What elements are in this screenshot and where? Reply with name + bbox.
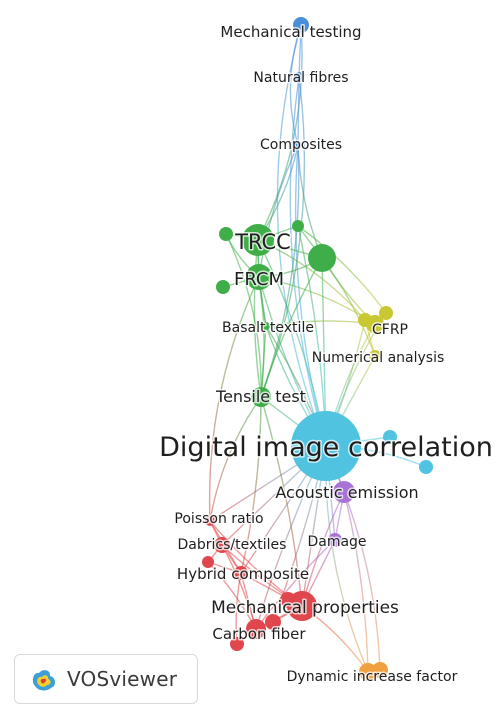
label-digital-image-correlation[interactable]: Digital image correlation — [158, 431, 495, 465]
label-damage[interactable]: Damage — [306, 533, 368, 552]
label-trcc[interactable]: TRCC — [233, 229, 293, 256]
label-natural-fibres[interactable]: Natural fibres — [252, 69, 350, 88]
label-poisson-ratio[interactable]: Poisson ratio — [173, 510, 265, 529]
node-digital-image-correlation[interactable] — [291, 411, 361, 481]
vosviewer-logo-text: VOSviewer — [67, 667, 178, 691]
label-basalt-textile[interactable]: Basalt textile — [221, 319, 316, 338]
green-node-3[interactable] — [308, 244, 336, 272]
node-acoustic-emission[interactable] — [333, 481, 355, 503]
edge-composites-frcm — [258, 144, 299, 278]
edge-mechanical-testing-digital-image-correlation — [276, 24, 327, 447]
edge-green-node-3-tensile-test — [260, 257, 323, 398]
vosviewer-logo-icon — [32, 670, 56, 691]
label-cfrp[interactable]: CFRP — [371, 321, 410, 340]
edge-frcm-poisson-ratio — [208, 276, 260, 522]
node-mechanical-properties[interactable] — [287, 591, 317, 621]
label-frcm[interactable]: FRCM — [232, 268, 285, 292]
node-cfrp[interactable] — [366, 315, 384, 333]
red-node-1[interactable] — [202, 556, 214, 568]
label-mechanical-testing[interactable]: Mechanical testing — [219, 22, 363, 43]
edge-tensile-test-hybrid-composite — [240, 396, 262, 574]
node-damage[interactable] — [328, 533, 342, 547]
node-dynamic-increase-factor[interactable] — [359, 663, 377, 681]
green-node-4[interactable] — [216, 280, 230, 294]
label-numerical-analysis[interactable]: Numerical analysis — [310, 349, 446, 368]
label-hybrid-composite[interactable]: Hybrid composite — [175, 564, 310, 585]
label-dynamic-increase-factor[interactable]: Dynamic increase factor — [285, 668, 459, 687]
node-dabrics-textiles[interactable] — [214, 537, 230, 553]
node-carbon-fiber[interactable] — [246, 619, 266, 639]
node-trcc[interactable] — [242, 224, 274, 256]
label-composites[interactable]: Composites — [258, 136, 343, 155]
node-mechanical-testing[interactable] — [293, 17, 309, 33]
edge-tensile-test-poisson-ratio — [209, 396, 262, 522]
green-node-1[interactable] — [219, 227, 233, 241]
vosviewer-logo: VOSviewer — [14, 654, 198, 704]
edge-mechanical-testing-trcc — [257, 24, 303, 241]
node-tensile-test[interactable] — [251, 387, 271, 407]
edge-acoustic-emission-orange-node-1 — [343, 491, 381, 671]
green-node-2[interactable] — [292, 220, 304, 232]
node-basalt-textile[interactable] — [262, 322, 270, 330]
label-mechanical-properties[interactable]: Mechanical properties — [210, 597, 401, 620]
label-carbon-fiber[interactable]: Carbon fiber — [211, 624, 308, 645]
label-dabrics-textiles[interactable]: Dabrics/textiles — [176, 536, 288, 555]
label-acoustic-emission[interactable]: Acoustic emission — [274, 482, 420, 504]
network-edges — [207, 24, 427, 673]
node-numerical-analysis[interactable] — [369, 350, 381, 362]
edge-green-node-2-yellow-node-1 — [297, 225, 387, 314]
node-natural-fibres[interactable] — [294, 72, 304, 82]
node-composites[interactable] — [294, 141, 302, 149]
node-poisson-ratio[interactable] — [205, 516, 215, 526]
node-frcm[interactable] — [246, 264, 272, 290]
edge-green-node-3-numerical-analysis — [321, 257, 376, 357]
red-node-3[interactable] — [265, 614, 281, 630]
network-nodes — [202, 17, 433, 681]
edge-acoustic-emission-dynamic-increase-factor — [343, 491, 369, 673]
edge-tensile-test-mechanical-properties — [260, 396, 303, 607]
label-tensile-test[interactable]: Tensile test — [214, 386, 308, 408]
node-hybrid-composite[interactable] — [234, 566, 248, 580]
cyan-node-2[interactable] — [419, 460, 433, 474]
cyan-node-1[interactable] — [383, 430, 397, 444]
yellow-node-1[interactable] — [379, 306, 393, 320]
edge-composites-digital-image-correlation — [294, 144, 327, 447]
edge-green-node-1-tensile-test — [225, 233, 262, 398]
edge-damage-carbon-fiber — [255, 539, 336, 630]
red-node-2[interactable] — [230, 637, 244, 651]
